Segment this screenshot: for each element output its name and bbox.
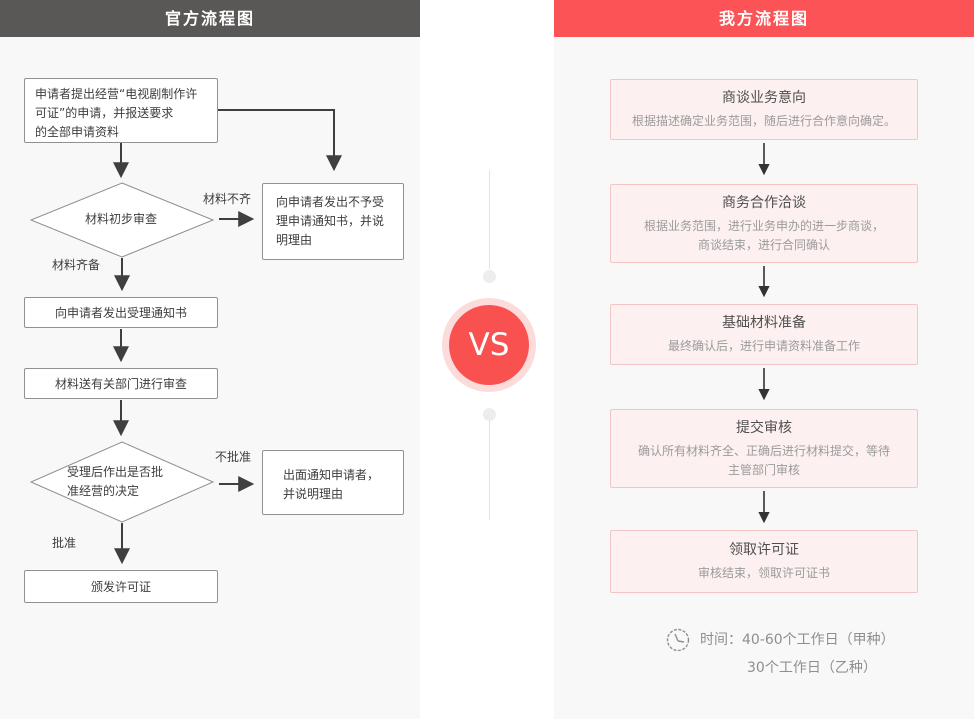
flow-node-apply: 申请者提出经营“电视剧制作许 可证”的申请，并报送要求 的全部申请资料 <box>24 78 218 143</box>
official-flow-panel: 官方流程图 申请者提出经营“电视剧制作许 可证 <box>0 0 420 719</box>
flow-node-issue-license: 颁发许可证 <box>24 570 218 603</box>
branch-label-approved: 批准 <box>52 536 77 550</box>
our-flow-connectors <box>666 143 770 652</box>
step-card-4: 提交审核 确认所有材料齐全、正确后进行材料提交，等待 主管部门审核 <box>610 409 918 488</box>
time-note-line2: 30个工作日（乙种） <box>747 660 877 676</box>
flow-node-notify-reject: 出面通知申请者， 并说明理由 <box>262 450 404 515</box>
clock-icon <box>666 628 690 652</box>
step-title: 领取许可证 <box>729 542 799 558</box>
flow-node-decision: 受理后作出是否批 准经营的决定 <box>67 465 164 498</box>
flow-node-accept-notice: 向申请者发出受理通知书 <box>24 297 218 328</box>
branch-label-complete: 材料齐备 <box>52 258 101 272</box>
divider-dot-top <box>483 270 496 283</box>
step-desc: 最终确认后，进行申请资料准备工作 <box>667 339 860 353</box>
branch-label-incomplete: 材料不齐 <box>203 192 252 206</box>
step-title: 商务合作洽谈 <box>722 194 806 211</box>
step-card-5: 领取许可证 审核结束，领取许可证书 <box>610 530 918 593</box>
step-title: 商谈业务意向 <box>722 90 806 106</box>
step-card-3: 基础材料准备 最终确认后，进行申请资料准备工作 <box>610 304 918 365</box>
step-desc: 根据描述确定业务范围，随后进行合作意向确定。 <box>631 114 896 128</box>
step-desc: 确认所有材料齐全、正确后进行材料提交，等待 主管部门审核 <box>637 443 890 477</box>
branch-label-not-approved: 不批准 <box>215 450 252 464</box>
step-card-2: 商务合作洽谈 根据业务范围，进行业务申办的进一步商谈， 商谈结束，进行合同确认 <box>610 184 918 263</box>
divider-line-top <box>489 170 490 269</box>
decision-diamonds <box>29 182 215 523</box>
flow-node-reject-notice: 向申请者发出不予受 理申请通知书，并说 明理由 <box>262 183 404 260</box>
divider-dot-bottom <box>483 408 496 421</box>
vs-badge: VS <box>442 298 536 392</box>
step-card-1: 商谈业务意向 根据描述确定业务范围，随后进行合作意向确定。 <box>610 79 918 140</box>
our-flow-panel: 我方流程图 商谈业务意向 根据描述确定业务范围，随后进行合作意向确定。 <box>554 0 974 719</box>
flow-node-initial-review: 材料初步审查 <box>85 212 158 226</box>
our-flow-header: 我方流程图 <box>554 0 974 37</box>
vs-badge-label: VS <box>449 305 529 385</box>
time-note-line1: 时间：40-60个工作日（甲种） <box>700 632 895 648</box>
official-flow-header: 官方流程图 <box>0 0 420 37</box>
flow-arrows <box>113 109 342 565</box>
step-title: 基础材料准备 <box>722 315 806 331</box>
flow-node-dept-review: 材料送有关部门进行审查 <box>24 368 218 399</box>
step-desc: 根据业务范围，进行业务申办的进一步商谈， 商谈结束，进行合同确认 <box>643 218 884 252</box>
step-desc: 审核结束，领取许可证书 <box>697 566 830 580</box>
step-title: 提交审核 <box>736 419 792 436</box>
official-flow-connectors <box>29 109 342 565</box>
divider-line-bottom <box>489 421 490 520</box>
